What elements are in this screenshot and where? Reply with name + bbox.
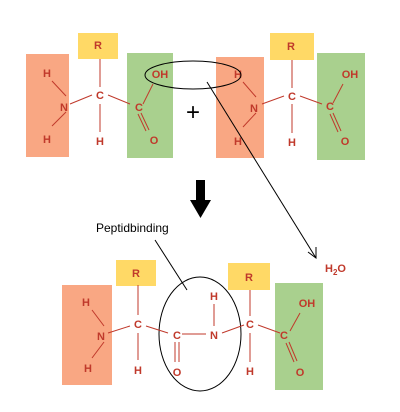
r-group-box-1 (116, 260, 156, 286)
amine-h-top: H (43, 68, 51, 80)
down-arrow-icon (190, 180, 211, 218)
carboxyl-group-box (127, 53, 173, 158)
peptide-bond-pointer (154, 239, 188, 291)
water-release-arrow (206, 81, 317, 259)
peptide-o: O (173, 367, 182, 379)
r-group-box (270, 33, 314, 60)
peptide-c: C (173, 330, 181, 342)
r-group-box (78, 33, 118, 59)
r-atom-label: R (287, 41, 295, 53)
hydroxyl-highlight-ellipse (144, 60, 242, 90)
r-atom-label-1: R (132, 268, 140, 280)
amine-h-top: H (82, 297, 90, 309)
amine-h-top: H (234, 69, 242, 81)
alpha-h-2: H (246, 366, 254, 378)
amine-h-bottom: H (84, 363, 92, 375)
r-group-box-2 (228, 263, 270, 290)
carboxyl-o: O (150, 135, 159, 147)
amine-n: N (250, 103, 258, 115)
alpha-carbon-2: C (246, 319, 254, 331)
r-atom-label: R (94, 40, 102, 52)
carboxyl-oh: OH (152, 69, 169, 81)
carboxyl-c: C (326, 101, 334, 113)
amine-group-box (216, 57, 264, 158)
alpha-h: H (288, 137, 296, 149)
carboxyl-o: O (341, 136, 350, 148)
carboxyl-group-box (275, 283, 323, 390)
amine-group-box (62, 285, 112, 385)
plus-sign: + (186, 99, 200, 126)
alpha-carbon: C (96, 90, 104, 102)
carboxyl-o: O (296, 367, 305, 379)
carboxyl-c: C (280, 330, 288, 342)
carboxyl-c: C (135, 102, 143, 114)
water-label: H2O (325, 263, 346, 277)
amino-acid-2: R H N H C H C OH O (216, 33, 365, 160)
amine-h-bottom: H (234, 136, 242, 148)
alpha-carbon-1: C (134, 319, 142, 331)
amino-acid-1: R H N H C H C OH O (26, 33, 173, 158)
amine-h-bottom: H (43, 134, 51, 146)
peptide-bond-ellipse (158, 276, 242, 392)
carboxyl-oh: OH (342, 69, 359, 81)
dipeptide: R H N H C H C O N H R C H C OH O (62, 260, 323, 392)
peptide-h: H (210, 291, 218, 303)
carboxyl-oh: OH (299, 298, 316, 310)
peptide-n: N (210, 330, 218, 342)
amine-n: N (60, 102, 68, 114)
amine-group-box (26, 54, 69, 157)
r-atom-label-2: R (245, 272, 253, 284)
peptide-bond-label: Peptidbinding (96, 221, 169, 235)
alpha-carbon: C (288, 91, 296, 103)
alpha-h-1: H (134, 365, 142, 377)
alpha-h: H (96, 136, 104, 148)
amine-n: N (97, 331, 105, 343)
carboxyl-group-box (317, 53, 365, 160)
